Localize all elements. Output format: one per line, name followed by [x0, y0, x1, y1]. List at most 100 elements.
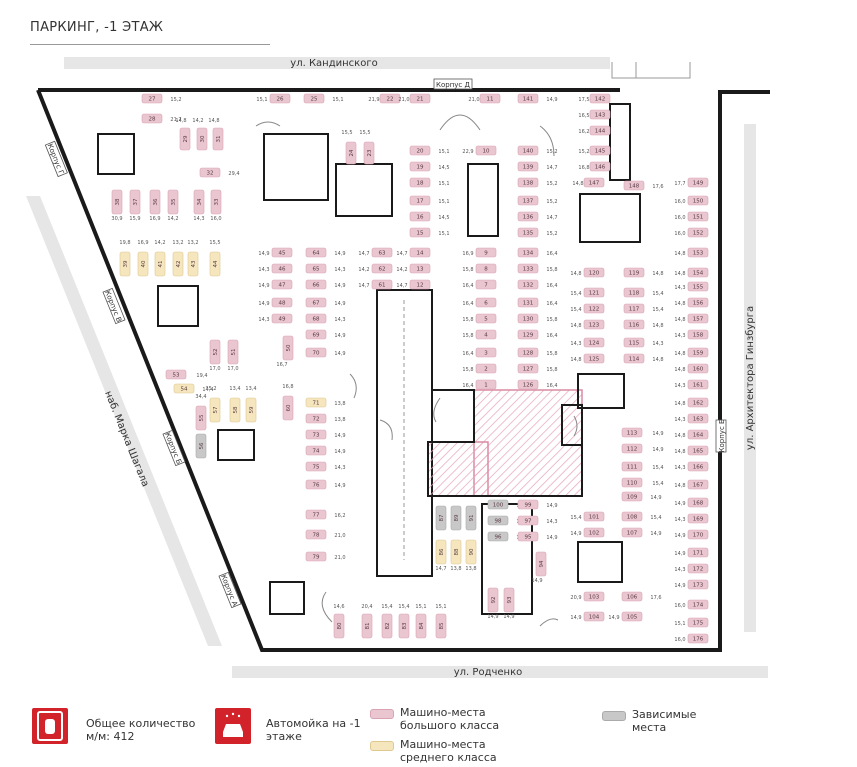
- parking-spot-4[interactable]: 415,8: [462, 329, 497, 340]
- parking-spot-89[interactable]: 89: [450, 505, 462, 531]
- parking-spot-1[interactable]: 116,4: [462, 379, 497, 390]
- parking-spot-91[interactable]: 91: [465, 505, 477, 531]
- parking-spot-5[interactable]: 515,8: [462, 313, 497, 324]
- parking-spot-8[interactable]: 815,8: [462, 263, 497, 274]
